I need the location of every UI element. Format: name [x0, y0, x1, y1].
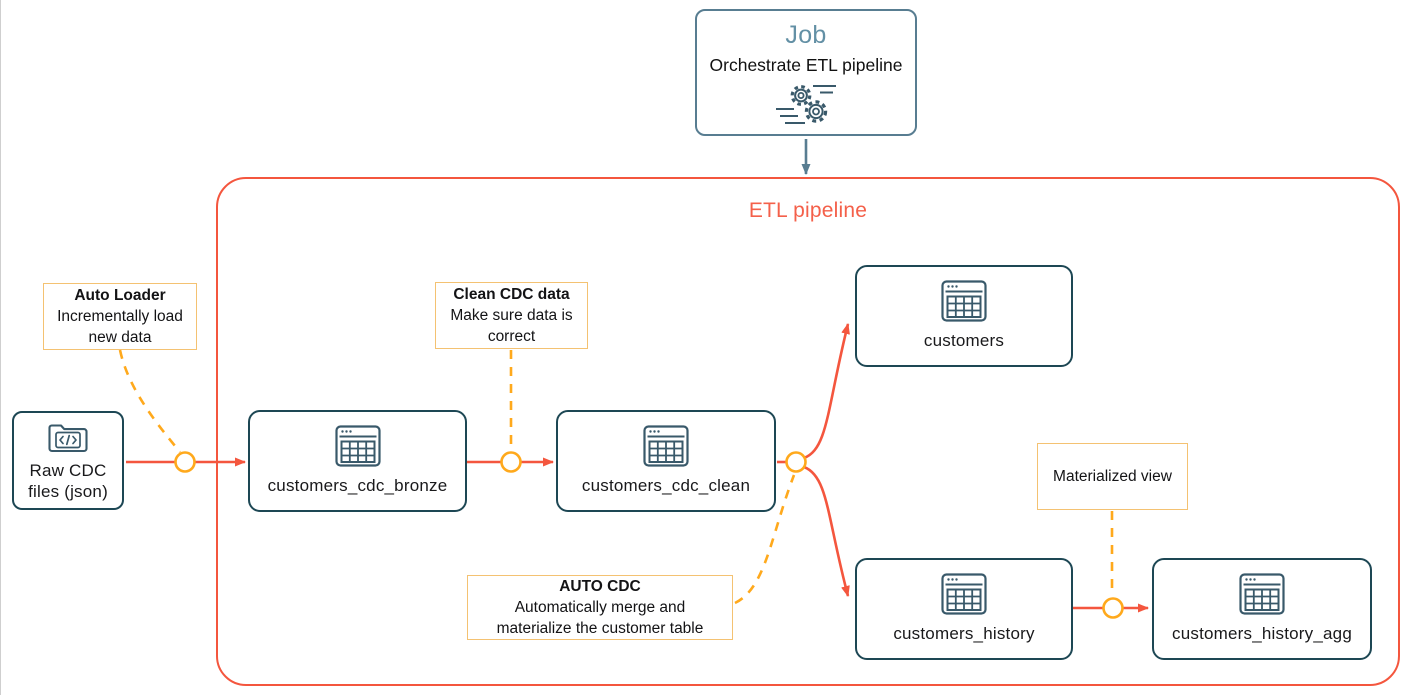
table-icon	[643, 425, 689, 467]
etl-pipeline-container	[216, 177, 1400, 686]
annotation-title: Clean CDC data	[453, 285, 570, 303]
node-label: customers_history	[893, 624, 1035, 644]
dash-auto-loader-link	[118, 349, 182, 453]
node-raw-cdc-files: Raw CDC files (json)	[12, 411, 124, 510]
annotation-clean-cdc-data: Clean CDC data Make sure data is correct	[435, 282, 588, 349]
node-customers-cdc-bronze: customers_cdc_bronze	[248, 410, 467, 512]
node-label: customers_history_agg	[1172, 624, 1352, 644]
gears-icon	[774, 83, 838, 125]
annotation-auto-cdc: AUTO CDC Automatically merge and materia…	[467, 575, 733, 640]
node-customers-history-agg: customers_history_agg	[1152, 558, 1372, 660]
annotation-body: Automatically merge and materialize the …	[496, 598, 704, 638]
etl-pipeline-title: ETL pipeline	[748, 199, 868, 222]
annotation-title: Auto Loader	[74, 286, 166, 304]
table-icon	[941, 573, 987, 615]
node-customers: customers	[855, 265, 1073, 367]
annotation-title: AUTO CDC	[559, 577, 641, 595]
image-left-edge	[0, 0, 1, 695]
annotation-body: Materialized view	[1053, 467, 1172, 485]
job-box: Job Orchestrate ETL pipeline	[695, 9, 917, 136]
node-label: customers	[923, 331, 1005, 351]
junction-circle-auto-loader	[174, 451, 196, 473]
job-title: Job	[785, 20, 827, 49]
node-customers-cdc-clean: customers_cdc_clean	[556, 410, 776, 512]
table-icon	[334, 425, 381, 467]
node-label: Raw CDC files (json)	[28, 460, 108, 501]
annotation-body: Incrementally load new data	[57, 307, 183, 347]
annotation-materialized-view: Materialized view	[1037, 443, 1188, 510]
annotation-auto-loader: Auto Loader Incrementally load new data	[43, 283, 197, 350]
node-label: customers_cdc_bronze	[267, 476, 448, 496]
table-icon	[1239, 573, 1285, 615]
table-icon	[941, 280, 987, 322]
node-customers-history: customers_history	[855, 558, 1073, 660]
node-label: customers_cdc_clean	[581, 476, 751, 496]
annotation-body: Make sure data is correct	[450, 306, 573, 346]
job-subtitle: Orchestrate ETL pipeline	[709, 54, 903, 75]
code-folder-icon	[48, 424, 88, 452]
